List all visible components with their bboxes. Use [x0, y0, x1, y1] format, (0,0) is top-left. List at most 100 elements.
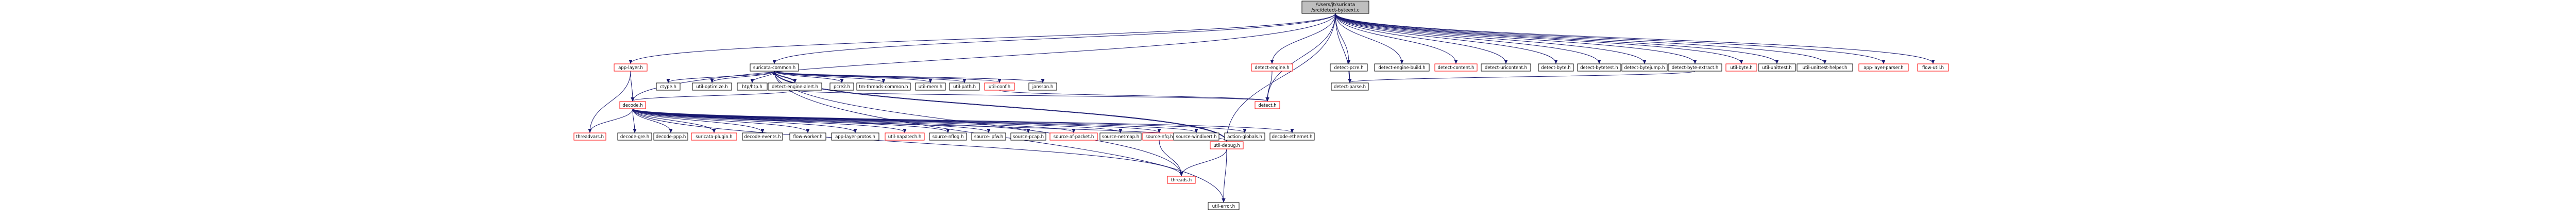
edge-decode-h-to-decode-events-h — [632, 108, 762, 132]
node-label: jansson.h — [1032, 85, 1054, 90]
node-box — [1758, 63, 1796, 72]
node-action-globals-h[interactable]: action-globals.h — [1224, 132, 1265, 141]
edge-decode-h-to-suricata-plugin-h — [632, 108, 714, 132]
node-detect-h[interactable]: detect.h — [1255, 101, 1280, 109]
node-util-byte-h[interactable]: util-byte.h — [1725, 63, 1757, 72]
node-detect-content-h[interactable]: detect-content.h — [1434, 63, 1478, 72]
node-flow-util-h[interactable]: flow-util.h — [1917, 63, 1949, 72]
node-source-netmap-h[interactable]: source-netmap.h — [1099, 132, 1142, 141]
node-label: detect-pcre.h — [1334, 65, 1364, 71]
nodes-layer: /Users/jt/suricata/src/detect-byteext.c a… — [573, 1, 1949, 210]
edge-root-to-app-layer-h — [631, 13, 1336, 63]
node-source-nfq-h[interactable]: source-nfq.h — [1142, 132, 1176, 141]
node-app-layer-parser-h[interactable]: app-layer-parser.h — [1858, 63, 1909, 72]
node-tm-threads-common-h[interactable]: tm-threads-common.h — [856, 82, 911, 91]
node-box — [750, 63, 799, 72]
node-jansson-h[interactable]: jansson.h — [1028, 82, 1057, 91]
node-label: detect-engine.h — [1255, 65, 1289, 71]
node-suricata-plugin-h[interactable]: suricata-plugin.h — [691, 132, 737, 141]
node-label: htp/htp.h — [742, 85, 762, 90]
node-app-layer-h[interactable]: app-layer.h — [614, 63, 648, 72]
node-decode-events-h[interactable]: decode-events.h — [742, 132, 783, 141]
node-label: decode-ppp.h — [656, 134, 686, 140]
edge-root-to-detect-h — [1267, 13, 1336, 101]
edge-decode-h-to-util-napatech-h — [632, 108, 905, 132]
node-util-unittest-h[interactable]: util-unittest.h — [1758, 63, 1796, 72]
node-box — [1621, 63, 1668, 72]
edge-decode-h-to-source-ipfw-h — [632, 108, 989, 132]
node-label: tm-threads-common.h — [859, 85, 908, 90]
node-source-ipfw-h[interactable]: source-ipfw.h — [971, 132, 1006, 141]
node-detect-pcre-h[interactable]: detect-pcre.h — [1330, 63, 1368, 72]
node-util-path-h[interactable]: util-path.h — [949, 82, 980, 91]
node-box — [1858, 63, 1909, 72]
node-box — [1028, 82, 1057, 91]
node-label: util-conf.h — [989, 85, 1010, 90]
node-util-error-h[interactable]: util-error.h — [1208, 202, 1240, 210]
node-box — [856, 82, 911, 91]
node-threadvars-h[interactable]: threadvars.h — [573, 132, 606, 141]
node-box — [653, 132, 688, 141]
node-decode-ppp-h[interactable]: decode-ppp.h — [653, 132, 688, 141]
node-box — [829, 82, 854, 91]
node-box — [1797, 63, 1853, 72]
node-box — [1010, 132, 1046, 141]
node-detect-engine-alert-h[interactable]: detect-engine-alert.h — [768, 82, 822, 91]
node-suricata-common-h[interactable]: suricata-common.h — [750, 63, 799, 72]
edge-root-to-detect-engine-h — [1272, 13, 1336, 63]
node-decode-ethernet-h[interactable]: decode-ethernet.h — [1269, 132, 1315, 141]
node-label: detect-uricontent.h — [1485, 65, 1527, 71]
node-box — [984, 82, 1015, 91]
node-root[interactable]: /Users/jt/suricata/src/detect-byteext.c — [1301, 1, 1369, 14]
node-label: source-ipfw.h — [974, 134, 1003, 140]
node-ctype-h[interactable]: ctype.h — [656, 82, 681, 91]
node-decode-h[interactable]: decode.h — [619, 101, 646, 109]
node-pcre2-h[interactable]: pcre2.h — [829, 82, 854, 91]
edge-decode-h-to-source-pcap-h — [632, 108, 1028, 132]
edge-app-layer-h-to-threadvars-h — [590, 71, 631, 132]
node-source-af-packet-h[interactable]: source-af-packet.h — [1049, 132, 1098, 141]
node-label: app-layer-parser.h — [1863, 65, 1903, 71]
node-flow-worker-h[interactable]: flow-worker.h — [789, 132, 826, 141]
node-box — [1330, 63, 1368, 72]
node-detect-bytetest-h[interactable]: detect-bytetest.h — [1577, 63, 1621, 72]
node-util-napatech-h[interactable]: util-napatech.h — [885, 132, 925, 141]
node-box — [789, 132, 826, 141]
node-util-unittest-helper-h[interactable]: util-unittest-helper.h — [1797, 63, 1853, 72]
node-label: util-unittest-helper.h — [1803, 65, 1848, 71]
node-source-pcap-h[interactable]: source-pcap.h — [1010, 132, 1046, 141]
node-label: source-nflog.h — [933, 134, 964, 140]
node-detect-byte-extract-h[interactable]: detect-byte-extract.h — [1668, 63, 1722, 72]
edge-root-to-detect-byte-h — [1335, 13, 1556, 63]
node-util-conf-h[interactable]: util-conf.h — [984, 82, 1015, 91]
node-decode-gre-h[interactable]: decode-gre.h — [617, 132, 652, 141]
node-util-mem-h[interactable]: util-mem.h — [915, 82, 946, 91]
node-box — [1251, 63, 1293, 72]
node-detect-byte-h[interactable]: detect-byte.h — [1538, 63, 1574, 72]
node-util-debug-h[interactable]: util-debug.h — [1210, 141, 1244, 149]
node-detect-parse-h[interactable]: detect-parse.h — [1331, 82, 1369, 91]
node-box — [1725, 63, 1757, 72]
node-label: util-error.h — [1212, 204, 1235, 209]
edge-suricata-common-h-to-tm-threads-common-h — [774, 71, 884, 82]
node-source-nflog-h[interactable]: source-nflog.h — [929, 132, 967, 141]
node-label: source-pcap.h — [1013, 134, 1044, 140]
node-box — [692, 82, 732, 91]
edge-util-debug-h-to-suricata-common-h — [774, 72, 1227, 142]
node-label: util-path.h — [953, 85, 976, 90]
node-detect-uricontent-h[interactable]: detect-uricontent.h — [1481, 63, 1531, 72]
node-app-layer-protos-h[interactable]: app-layer-protos.h — [831, 132, 879, 141]
node-detect-engine-build-h[interactable]: detect-engine-build.h — [1374, 63, 1430, 72]
node-source-windivert-h[interactable]: source-windivert.h — [1173, 132, 1219, 141]
edge-decode-h-to-threads-h — [632, 108, 1181, 176]
node-util-optimize-h[interactable]: util-optimize.h — [692, 82, 732, 91]
node-htp-htp-h[interactable]: htp/htp.h — [737, 82, 768, 91]
node-threads-h[interactable]: threads.h — [1167, 176, 1196, 184]
node-label: decode-events.h — [744, 134, 781, 140]
edge-suricata-common-h-to-pcre2-h — [774, 71, 842, 82]
node-box — [1374, 63, 1430, 72]
node-label: decode-ethernet.h — [1272, 134, 1313, 140]
node-detect-bytejump-h[interactable]: detect-bytejump.h — [1621, 63, 1668, 72]
node-box — [1208, 202, 1240, 210]
node-detect-engine-h[interactable]: detect-engine.h — [1251, 63, 1293, 72]
